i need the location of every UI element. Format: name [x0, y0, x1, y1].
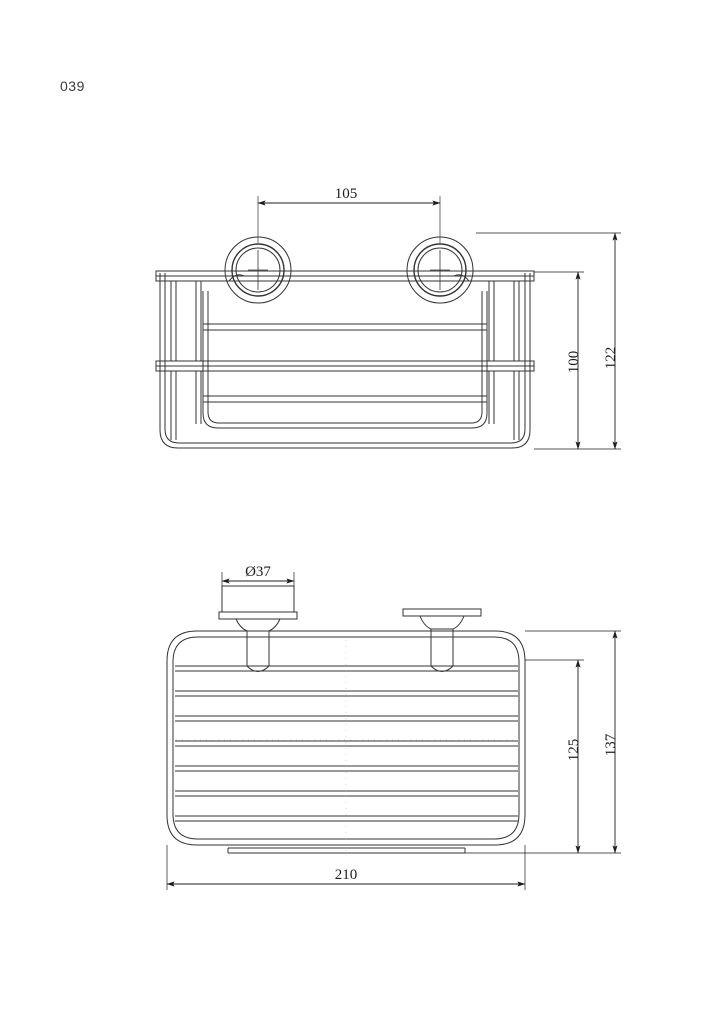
plan-wire-bar [175, 715, 518, 722]
page-label: 039 [60, 78, 85, 94]
plan-front-lip-bar [227, 847, 466, 854]
plan-left-mount-post [218, 585, 298, 672]
plan-wire-bar [175, 815, 518, 822]
dimension-labels: 105 122 100 Ø37 137 125 210 [245, 186, 619, 883]
plan-wire-bar [175, 665, 518, 672]
plan-wire-bars [175, 665, 518, 822]
dimension-diameter-37: Ø37 [245, 564, 271, 580]
dimension-lines [166, 200, 621, 890]
plan-wire-bar [175, 690, 518, 697]
dimension-105: 105 [335, 186, 358, 202]
plan-centerlines [170, 640, 522, 856]
front-right-mount-disc [406, 236, 474, 304]
front-lower-shelf-bar [203, 395, 487, 403]
front-basket-outer-frame [159, 273, 531, 449]
plan-right-mount-post [402, 608, 482, 672]
front-basket-inner-frame [202, 291, 488, 429]
front-left-mount-centermark [248, 250, 268, 290]
dimension-122: 122 [603, 347, 619, 370]
top-view [166, 585, 526, 856]
front-right-wire-posts [488, 281, 520, 440]
dimension-125: 125 [566, 739, 582, 762]
front-left-mount-disc [224, 236, 292, 304]
front-view [155, 196, 535, 449]
dimension-210: 210 [335, 867, 358, 883]
front-upper-shelf-bar [203, 323, 487, 331]
dimension-137: 137 [603, 733, 619, 756]
plan-wire-bar [175, 790, 518, 797]
front-top-rail [155, 270, 535, 282]
plan-outer-frame [166, 630, 526, 846]
front-middle-rail [155, 360, 535, 372]
dimension-100: 100 [566, 351, 582, 374]
plan-wire-bar [175, 765, 518, 772]
front-left-wire-posts [170, 281, 202, 440]
plan-wire-bar [175, 740, 518, 747]
front-right-mount-centermark [430, 250, 450, 290]
